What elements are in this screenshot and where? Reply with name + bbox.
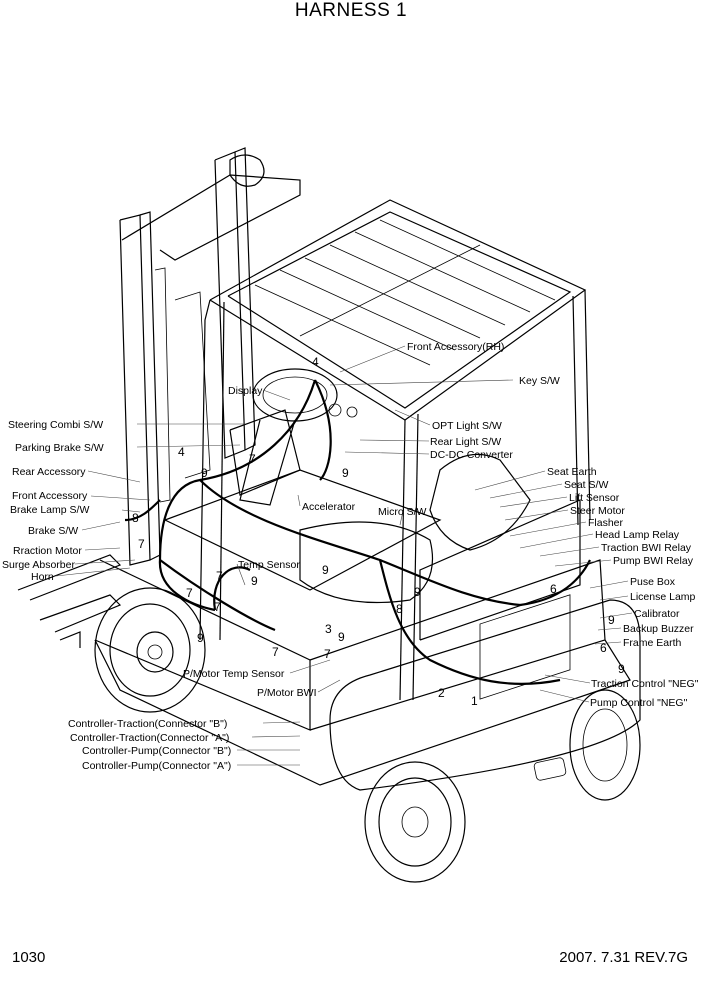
label-opt-light-sw: OPT Light S/W — [432, 420, 502, 432]
callout-number: 7 — [272, 645, 279, 659]
callout-number: 9 — [618, 662, 625, 676]
callout-number: 7 — [249, 452, 256, 466]
label-fuse-box: Puse Box — [630, 576, 676, 588]
labels-right: Front Accessory(RH) Key S/W OPT Light S/… — [407, 341, 699, 709]
callout-number: 4 — [178, 445, 185, 459]
label-front-accessory-rh: Front Accessory(RH) — [407, 341, 504, 353]
callout-number: 9 — [414, 585, 421, 599]
label-lift-sensor: Lift Sensor — [569, 492, 620, 504]
label-rear-accessory: Rear Accessory — [12, 466, 86, 478]
labels-bottom: Controller-Traction(Connector "B") Contr… — [68, 718, 231, 772]
label-rear-light-sw: Rear Light S/W — [430, 436, 501, 448]
label-pmotor-bwi: P/Motor BWI — [257, 687, 317, 699]
labels-center: Display Accelerator Micro S/W Temp Senso… — [183, 385, 427, 699]
label-frame-earth: Frame Earth — [623, 637, 682, 649]
label-pump-bwi-relay: Pump BWI Relay — [613, 555, 694, 567]
label-pump-control-neg: Pump Control "NEG" — [590, 697, 688, 709]
label-traction-motor: Rraction Motor — [13, 545, 82, 557]
callout-number: 9 — [197, 631, 204, 645]
harness-wires — [124, 379, 591, 686]
label-backup-buzzer: Backup Buzzer — [623, 623, 694, 635]
label-license-lamp: License Lamp — [630, 591, 696, 603]
callout-number: 9 — [338, 630, 345, 644]
callout-number: 8 — [132, 511, 139, 525]
callout-number: 3 — [325, 622, 332, 636]
label-front-accessory: Front Accessory — [12, 490, 88, 502]
callout-number: 2 — [438, 686, 445, 700]
label-calibrator: Calibrator — [634, 608, 680, 620]
forklift-drawing — [17, 147, 641, 883]
label-seat-sw: Seat S/W — [564, 479, 608, 491]
callout-number: 7 — [138, 537, 145, 551]
callout-number: 7 — [216, 569, 223, 583]
callout-number: 9 — [251, 574, 258, 588]
label-parking-brake-sw: Parking Brake S/W — [15, 442, 104, 454]
leader-lines — [55, 345, 633, 766]
label-brake-sw: Brake S/W — [28, 525, 78, 537]
callout-number: 7 — [214, 600, 221, 614]
label-head-lamp-relay: Head Lamp Relay — [595, 529, 680, 541]
revision-date: 2007. 7.31 REV.7G — [559, 949, 688, 966]
callout-number: 8 — [396, 602, 403, 616]
page-title: HARNESS 1 — [294, 0, 408, 21]
label-display: Display — [228, 385, 263, 397]
label-key-sw: Key S/W — [519, 375, 560, 387]
callout-number: 1 — [471, 694, 478, 708]
callout-numbers: 4 4 9 7 9 8 7 7 9 7 9 7 9 3 9 7 9 8 9 6 … — [132, 355, 625, 708]
label-controller-traction-b: Controller-Traction(Connector "B") — [68, 718, 227, 730]
callout-number: 7 — [324, 647, 331, 661]
label-controller-pump-b: Controller-Pump(Connector "B") — [82, 745, 231, 757]
label-accelerator: Accelerator — [302, 501, 356, 513]
label-controller-pump-a: Controller-Pump(Connector "A") — [82, 760, 231, 772]
callout-number: 6 — [600, 641, 607, 655]
callout-number: 9 — [322, 563, 329, 577]
labels-left: Steering Combi S/W Parking Brake S/W Rea… — [2, 419, 104, 583]
callout-number: 7 — [186, 586, 193, 600]
label-traction-bwi-relay: Traction BWI Relay — [601, 542, 692, 554]
label-controller-traction-a: Controller-Traction(Connector "A") — [70, 732, 229, 744]
label-brake-lamp-sw: Brake Lamp S/W — [10, 504, 89, 516]
callout-number: 4 — [312, 355, 319, 369]
label-steering-combi-sw: Steering Combi S/W — [8, 419, 103, 431]
label-flasher: Flasher — [588, 517, 624, 529]
label-surge-absorber: Surge Absorber — [2, 559, 75, 571]
callout-number: 6 — [550, 582, 557, 596]
callout-number: 9 — [342, 466, 349, 480]
callout-number: 9 — [201, 466, 208, 480]
callout-number: 9 — [608, 613, 615, 627]
page-number: 1030 — [12, 949, 46, 966]
label-pmotor-temp-sensor: P/Motor Temp Sensor — [183, 668, 285, 680]
